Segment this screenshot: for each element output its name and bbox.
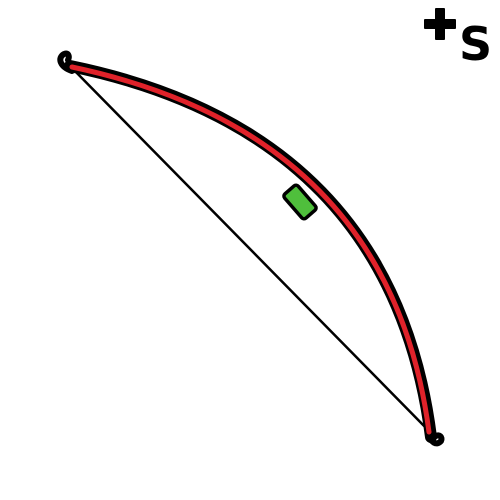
bow-grip bbox=[282, 183, 318, 221]
size-letter: S bbox=[459, 17, 493, 71]
bow-string bbox=[68, 64, 433, 435]
plus-icon-bar bbox=[424, 19, 456, 29]
bow-top-tip bbox=[57, 50, 75, 74]
bow-limb bbox=[69, 64, 432, 435]
size-badge: S bbox=[423, 6, 497, 72]
